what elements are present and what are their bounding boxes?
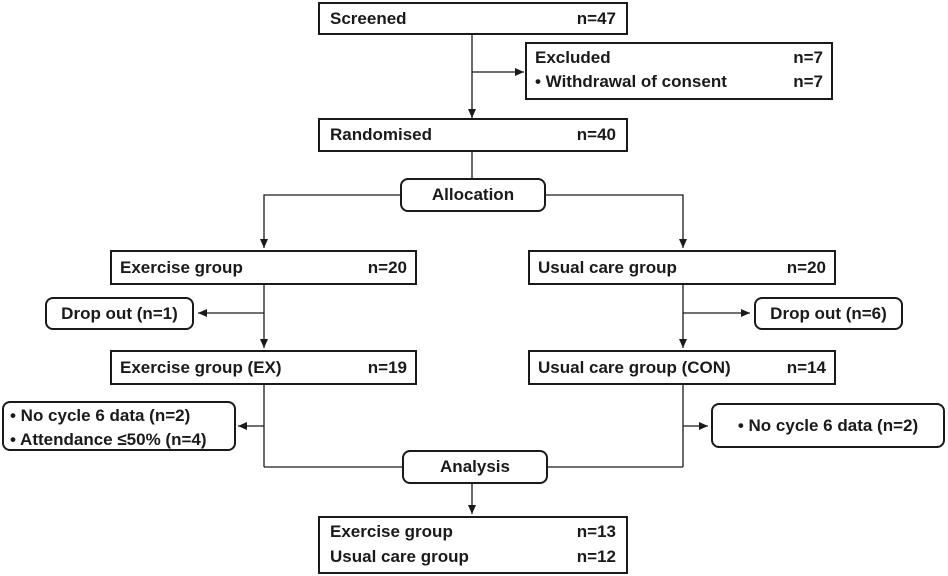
exercise-group-ex-label: Exercise group (EX) xyxy=(120,357,282,377)
analysis-result-box: Exercise group n=13 Usual care group n=1… xyxy=(318,516,628,574)
con-exclusions-box: • No cycle 6 data (n=2) xyxy=(711,403,945,448)
usual-care-group-box: Usual care group n=20 xyxy=(528,250,836,285)
ex-exclusion-item: • Attendance ≤50% (n=4) xyxy=(10,430,207,449)
excluded-count: n=7 xyxy=(793,48,823,67)
connector-allocation-usual xyxy=(546,194,687,248)
exercise-group-ex-box: Exercise group (EX) n=19 xyxy=(110,350,417,385)
screened-label: Screened xyxy=(330,8,407,28)
exercise-group-box: Exercise group n=20 xyxy=(110,250,417,285)
excluded-reason: • Withdrawal of consent xyxy=(535,72,727,91)
ex-exclusion-item: • No cycle 6 data (n=2) xyxy=(10,406,191,425)
exercise-group-label: Exercise group xyxy=(120,257,243,277)
analysis-label: Analysis xyxy=(440,457,510,476)
usual-care-group-con-count: n=14 xyxy=(786,357,826,377)
analysis-box: Analysis xyxy=(402,450,548,484)
randomised-label: Randomised xyxy=(330,125,433,144)
allocation-box: Allocation xyxy=(400,178,546,212)
randomised-box: Randomised n=40 xyxy=(318,118,628,152)
result-usual-label: Usual care group xyxy=(330,547,469,566)
drop-out-con-label: Drop out (n=6) xyxy=(770,303,887,323)
con-exclusion-item: • No cycle 6 data (n=2) xyxy=(737,415,919,435)
exercise-group-count: n=20 xyxy=(367,257,407,277)
usual-care-group-count: n=20 xyxy=(786,257,826,277)
allocation-label: Allocation xyxy=(431,185,515,204)
usual-care-group-label: Usual care group xyxy=(538,257,677,277)
usual-care-group-con-box: Usual care group (CON) n=14 xyxy=(528,350,836,385)
drop-out-ex-label: Drop out (n=1) xyxy=(61,303,178,323)
excluded-box: Excluded n=7 • Withdrawal of consent n=7 xyxy=(525,42,833,100)
screened-box: Screened n=47 xyxy=(318,2,628,35)
excluded-label: Excluded xyxy=(535,48,611,67)
excluded-reason-count: n=7 xyxy=(793,72,823,91)
exercise-group-ex-count: n=19 xyxy=(367,357,407,377)
result-exercise-label: Exercise group xyxy=(330,522,453,541)
drop-out-con-box: Drop out (n=6) xyxy=(754,297,903,330)
randomised-count: n=40 xyxy=(576,125,616,144)
result-usual-count: n=12 xyxy=(576,547,616,566)
ex-exclusions-box: • No cycle 6 data (n=2) • Attendance ≤50… xyxy=(2,401,236,451)
result-exercise-count: n=13 xyxy=(576,522,616,541)
usual-care-group-con-label: Usual care group (CON) xyxy=(538,357,731,377)
connector-allocation-exercise xyxy=(260,194,400,248)
drop-out-ex-box: Drop out (n=1) xyxy=(45,297,194,330)
screened-count: n=47 xyxy=(576,8,616,28)
